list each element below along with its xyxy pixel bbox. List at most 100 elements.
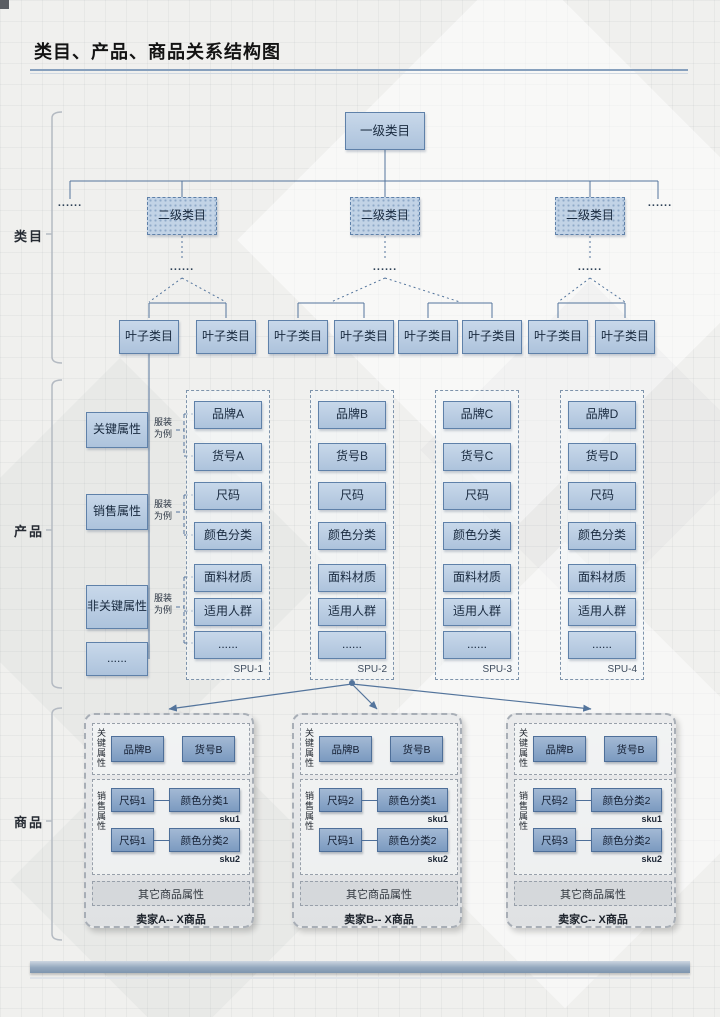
section-label-category: 类目 <box>14 229 45 244</box>
node-leaf-category: 叶子类目 <box>196 320 256 354</box>
spu-attr-node: 货号C <box>443 443 511 471</box>
attr-group-key: 关键属性 <box>86 412 148 448</box>
size-node: 尺码3 <box>533 828 576 852</box>
key-attr-vertical-label: 关键属性 <box>518 728 528 768</box>
spu-attr-node: 品牌C <box>443 401 511 429</box>
spu-attr-node: 尺码 <box>318 482 386 510</box>
spu-attr-node: 品牌D <box>568 401 636 429</box>
size-node: 尺码1 <box>319 828 362 852</box>
sku-tag: sku2 <box>427 854 448 864</box>
brand-node: 品牌B <box>111 736 164 762</box>
node-level1-category: 一级类目 <box>345 112 425 150</box>
key-attr-vertical-label: 关键属性 <box>304 728 314 768</box>
spu-name-label: SPU-4 <box>607 664 637 675</box>
node-leaf-category: 叶子类目 <box>398 320 458 354</box>
spu-attr-node: 颜色分类 <box>318 522 386 550</box>
spu-attr-node: 尺码 <box>568 482 636 510</box>
size-node: 尺码1 <box>111 828 154 852</box>
spu-attr-node: ...... <box>194 631 262 659</box>
sku-tag: sku1 <box>427 814 448 824</box>
sku-link-line <box>576 800 591 801</box>
spu-attr-node: 货号A <box>194 443 262 471</box>
spu-attr-node: ...... <box>568 631 636 659</box>
node-leaf-category: 叶子类目 <box>119 320 179 354</box>
branch-ellipsis: ...... <box>169 261 195 273</box>
spu-attr-node: 面料材质 <box>568 564 636 592</box>
attr-note: 服装为例 <box>153 593 172 615</box>
attr-note: 服装为例 <box>153 499 172 521</box>
seller-name: 卖家C-- X商品 <box>558 914 628 926</box>
spu-attr-node: 适用人群 <box>443 598 511 626</box>
seller-name: 卖家A-- X商品 <box>136 914 206 926</box>
page-title: 类目、产品、商品关系结构图 <box>34 42 281 62</box>
node-leaf-category: 叶子类目 <box>462 320 522 354</box>
spu-attr-node: ...... <box>443 631 511 659</box>
sku-link-line <box>154 800 169 801</box>
spu-attr-node: 适用人群 <box>318 598 386 626</box>
spu-attr-node: 适用人群 <box>194 598 262 626</box>
item-code-node: 货号B <box>390 736 443 762</box>
brand-node: 品牌B <box>319 736 372 762</box>
attr-note: 服装为例 <box>153 417 172 439</box>
spu-attr-node: 货号D <box>568 443 636 471</box>
sku-tag: sku1 <box>641 814 662 824</box>
other-attrs-node: 其它商品属性 <box>300 881 458 906</box>
other-attrs-node: 其它商品属性 <box>92 881 250 906</box>
size-node: 尺码1 <box>111 788 154 812</box>
spu-attr-node: 货号B <box>318 443 386 471</box>
spu-name-label: SPU-1 <box>233 664 263 675</box>
color-node: 颜色分类2 <box>591 788 662 812</box>
size-node: 尺码2 <box>319 788 362 812</box>
color-node: 颜色分类2 <box>169 828 240 852</box>
node-level2-category: 二级类目 <box>350 197 420 235</box>
size-node: 尺码2 <box>533 788 576 812</box>
spu-name-label: SPU-2 <box>357 664 387 675</box>
node-leaf-category: 叶子类目 <box>595 320 655 354</box>
ellipsis-right: ...... <box>647 197 673 209</box>
sku-tag: sku1 <box>219 814 240 824</box>
sku-link-line <box>154 840 169 841</box>
spu-attr-node: 品牌A <box>194 401 262 429</box>
attr-group-sales: 销售属性 <box>86 494 148 530</box>
spu-attr-node: 颜色分类 <box>443 522 511 550</box>
spu-attr-node: 尺码 <box>194 482 262 510</box>
spu-attr-node: 尺码 <box>443 482 511 510</box>
color-node: 颜色分类1 <box>169 788 240 812</box>
item-code-node: 货号B <box>604 736 657 762</box>
other-attrs-node: 其它商品属性 <box>514 881 672 906</box>
spu-attr-node: ...... <box>318 631 386 659</box>
spu-attr-node: 品牌B <box>318 401 386 429</box>
node-level2-category: 二级类目 <box>555 197 625 235</box>
brand-node: 品牌B <box>533 736 586 762</box>
color-node: 颜色分类1 <box>377 788 448 812</box>
spu-name-label: SPU-3 <box>482 664 512 675</box>
spu-attr-node: 面料材质 <box>443 564 511 592</box>
section-label-product: 产品 <box>14 524 45 539</box>
color-node: 颜色分类2 <box>377 828 448 852</box>
title-underline <box>30 69 688 74</box>
attr-group-nonkey: 非关键属性 <box>86 585 148 629</box>
seller-card: 关键属性 品牌B 货号B 销售属性 尺码2 颜色分类2 sku1 尺码3 颜色分… <box>506 713 676 928</box>
spu-attr-node: 适用人群 <box>568 598 636 626</box>
seller-name: 卖家B-- X商品 <box>344 914 414 926</box>
ellipsis-left: ...... <box>57 197 83 209</box>
sku-link-line <box>576 840 591 841</box>
seller-card: 关键属性 品牌B 货号B 销售属性 尺码1 颜色分类1 sku1 尺码1 颜色分… <box>84 713 254 928</box>
node-leaf-category: 叶子类目 <box>268 320 328 354</box>
spu-container: 品牌A 货号A 尺码 颜色分类 面料材质 适用人群 ...... SPU-1 <box>186 390 270 680</box>
sku-link-line <box>362 840 377 841</box>
item-code-node: 货号B <box>182 736 235 762</box>
spu-container: 品牌D 货号D 尺码 颜色分类 面料材质 适用人群 ...... SPU-4 <box>560 390 644 680</box>
sales-attr-vertical-label: 销售属性 <box>304 791 314 831</box>
branch-ellipsis: ...... <box>577 261 603 273</box>
node-level2-category: 二级类目 <box>147 197 217 235</box>
seller-card: 关键属性 品牌B 货号B 销售属性 尺码2 颜色分类1 sku1 尺码1 颜色分… <box>292 713 462 928</box>
sku-link-line <box>362 800 377 801</box>
bottom-decoration-line <box>30 977 690 979</box>
spu-attr-node: 面料材质 <box>194 564 262 592</box>
color-node: 颜色分类2 <box>591 828 662 852</box>
attr-group-ellipsis: ...... <box>86 642 148 676</box>
node-leaf-category: 叶子类目 <box>528 320 588 354</box>
sales-attr-vertical-label: 销售属性 <box>518 791 528 831</box>
